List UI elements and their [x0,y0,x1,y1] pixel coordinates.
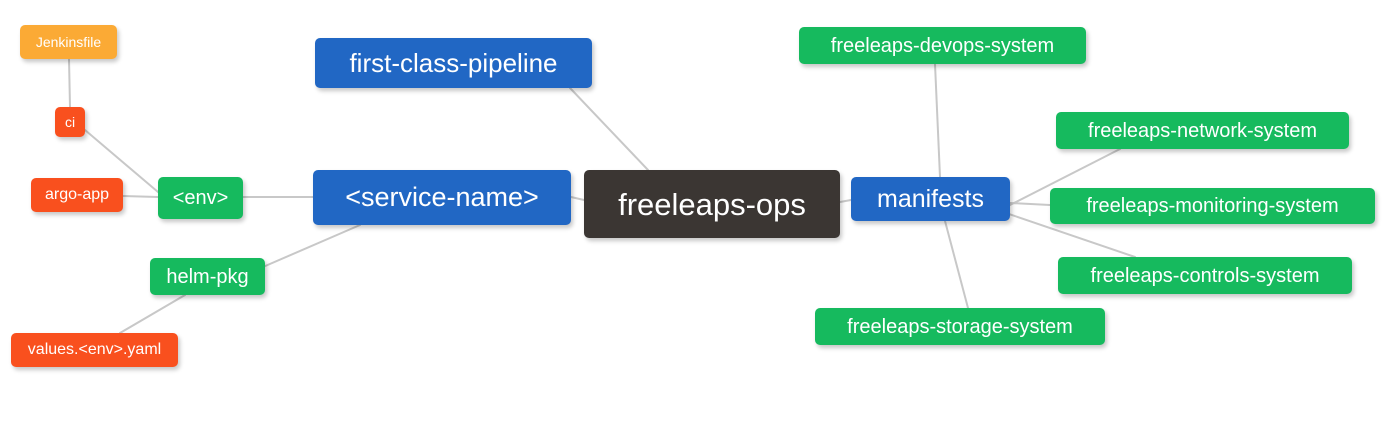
node-valuesyaml[interactable]: values.<env>.yaml [11,333,178,367]
node-manifests[interactable]: manifests [851,177,1010,221]
node-storage[interactable]: freeleaps-storage-system [815,308,1105,345]
node-label-devops: freeleaps-devops-system [830,34,1055,57]
edge-manifests-to-storage [944,220,969,309]
node-label-manifests: manifests [877,184,984,213]
node-ci[interactable]: ci [55,107,85,137]
node-jenkinsfile[interactable]: Jenkinsfile [20,25,117,59]
node-label-root: freeleaps-ops [618,186,806,222]
node-monitoring[interactable]: freeleaps-monitoring-system [1050,188,1375,224]
edge-manifests-to-devops [934,63,941,178]
edge-root-to-manifests [839,199,852,203]
node-label-env: <env> [172,187,229,209]
node-label-monitoring: freeleaps-monitoring-system [1086,195,1339,217]
node-service[interactable]: <service-name> [313,170,571,225]
edge-service-to-root [570,196,585,201]
node-argoapp[interactable]: argo-app [31,178,123,212]
node-label-pipeline: first-class-pipeline [349,48,558,78]
node-env[interactable]: <env> [158,177,243,219]
node-helm[interactable]: helm-pkg [150,258,265,295]
edge-jenkinsfile-to-ci [68,58,71,108]
node-pipeline[interactable]: first-class-pipeline [315,38,592,88]
node-label-controls: freeleaps-controls-system [1090,264,1320,287]
node-label-valuesyaml: values.<env>.yaml [27,341,162,358]
node-label-service: <service-name> [345,182,539,212]
node-label-helm: helm-pkg [166,265,249,288]
node-controls[interactable]: freeleaps-controls-system [1058,257,1352,294]
node-devops[interactable]: freeleaps-devops-system [799,27,1086,64]
edge-manifests-to-monitoring [1009,202,1051,206]
node-root[interactable]: freeleaps-ops [584,170,840,238]
node-label-jenkinsfile: Jenkinsfile [35,34,102,50]
node-network[interactable]: freeleaps-network-system [1056,112,1349,149]
node-label-ci: ci [64,114,76,130]
node-label-storage: freeleaps-storage-system [847,315,1073,338]
edge-service-to-helm [255,224,361,271]
edge-helm-to-valuesyaml [119,294,186,334]
node-label-network: freeleaps-network-system [1088,119,1317,142]
edge-argoapp-to-env [122,195,159,198]
node-label-argoapp: argo-app [44,186,110,203]
edge-pipeline-to-root [569,87,649,171]
